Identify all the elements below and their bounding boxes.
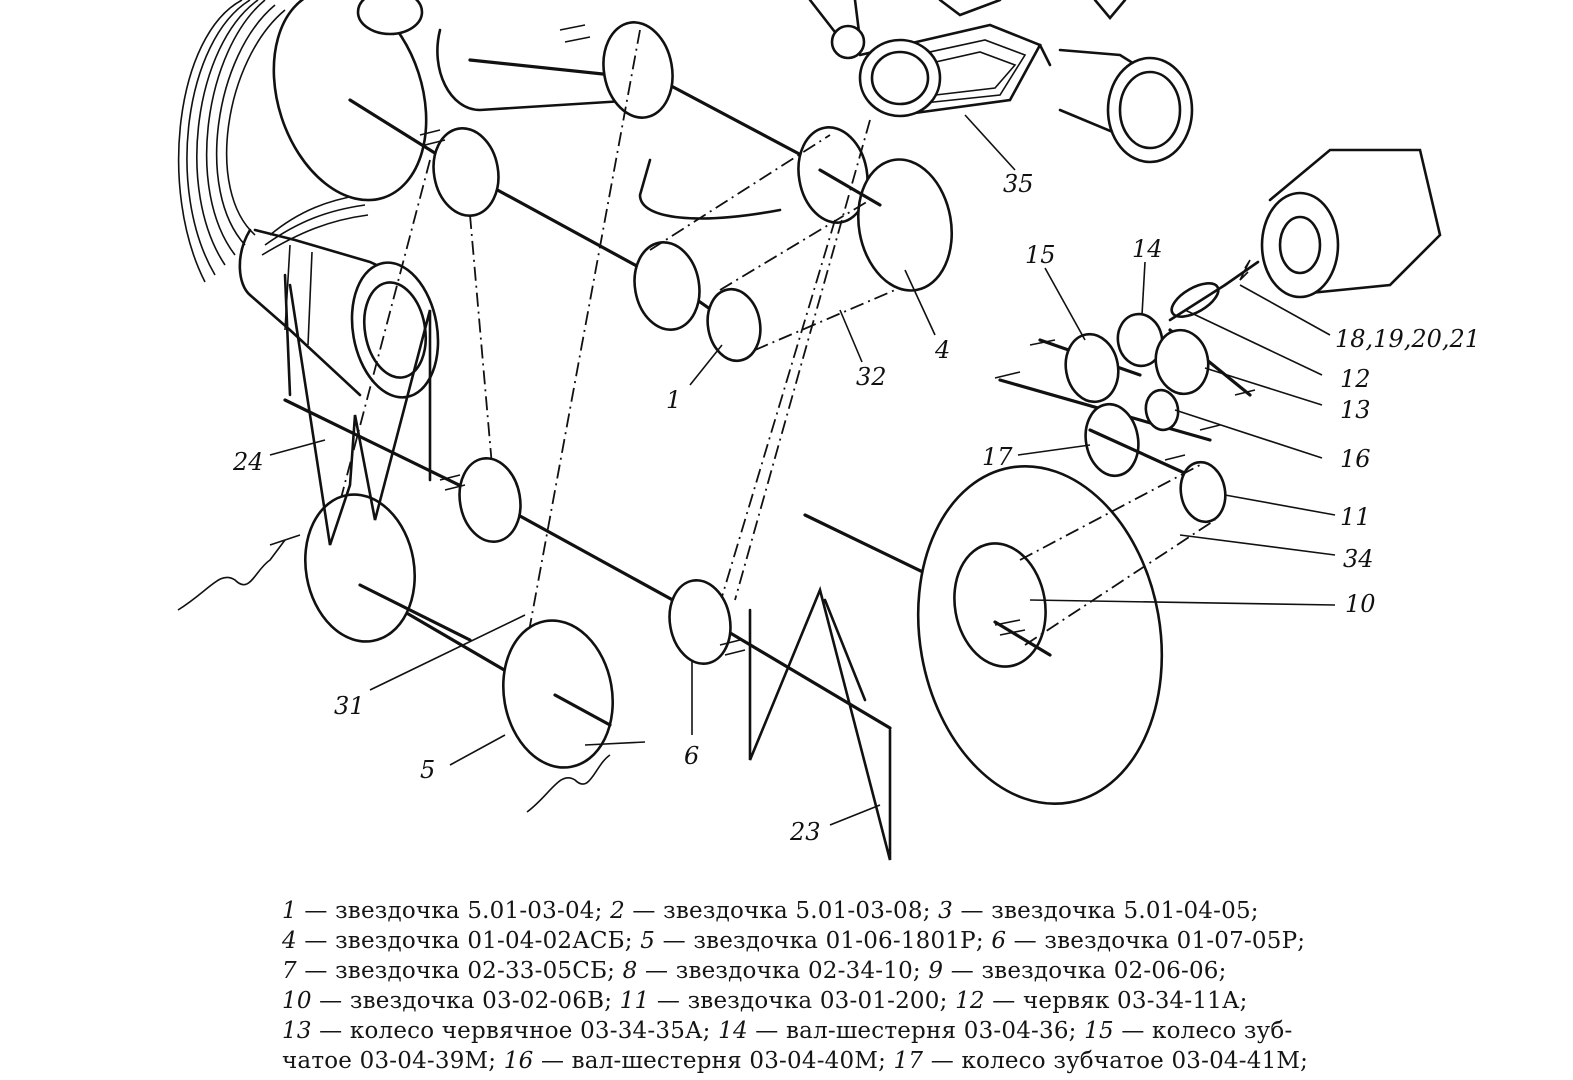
label-18-21: 18,19,20,21 xyxy=(1335,325,1480,353)
gear-16 xyxy=(1144,388,1180,432)
leader-lines xyxy=(269,114,1336,826)
sprocket-lower-big-left xyxy=(303,493,417,643)
gear-15 xyxy=(1064,332,1120,404)
sprocket-left-upper xyxy=(432,127,500,217)
legend-part-number: 14 xyxy=(718,1018,748,1044)
gear-14 xyxy=(1116,312,1164,368)
legend-part-description: — колесо зубчатое 03-04-41М; xyxy=(923,1048,1309,1074)
legend-part-description: — звездочка 03-01-200; xyxy=(649,988,956,1014)
legend-part-number: 8 xyxy=(622,958,638,984)
wavy-input-bottom xyxy=(526,754,611,813)
label-12: 12 xyxy=(1340,365,1371,393)
sprocket-top-mid xyxy=(602,21,674,119)
legend-part-description: — звездочка 5.01-03-04; xyxy=(296,898,611,924)
legend-line: 7 — звездочка 02-33-05СБ; 8 — звездочка … xyxy=(282,956,1478,986)
upper-right-pulley xyxy=(356,0,424,36)
gear-13 xyxy=(1154,328,1210,396)
right-motor xyxy=(1168,148,1442,322)
label-35: 35 xyxy=(1003,170,1034,198)
legend-part-number: 9 xyxy=(928,958,944,984)
label-11: 11 xyxy=(1340,503,1371,531)
parts-legend: 1 — звездочка 5.01-03-04; 2 — звездочка … xyxy=(282,896,1478,1076)
sprocket-11 xyxy=(1179,460,1227,524)
legend-part-description: — звездочка 01-04-02АСБ; xyxy=(296,928,641,954)
label-24: 24 xyxy=(232,448,264,476)
legend-part-number: 1 xyxy=(282,898,297,924)
legend-part-number: 2 xyxy=(610,898,625,924)
sprocket-10 xyxy=(953,542,1047,668)
bearing-marks xyxy=(419,24,1256,656)
legend-part-number: 10 xyxy=(282,988,312,1014)
upper-belt-drive xyxy=(177,0,369,283)
legend-part-number: 4 xyxy=(282,928,297,954)
legend-part-number: 7 xyxy=(282,958,297,984)
sprocket-lower-left xyxy=(458,457,522,543)
legend-line: 13 — колесо червячное 03-34-35А; 14 — ва… xyxy=(282,1016,1478,1046)
label-5: 5 xyxy=(420,756,435,784)
legend-part-description: — колесо зуб- xyxy=(1113,1018,1293,1044)
label-17: 17 xyxy=(982,443,1013,471)
legend-part-number: 12 xyxy=(955,988,985,1014)
kinematic-diagram: 1 4 32 5 6 31 24 23 10 34 11 16 17 13 12… xyxy=(177,0,1480,861)
top-right-motor xyxy=(808,0,1194,164)
legend-part-number: 17 xyxy=(893,1048,924,1074)
sprocket-center-upper xyxy=(633,241,701,331)
legend-part-description: — звездочка 02-06-06; xyxy=(943,958,1227,984)
legend-part-description: — червяк 03-34-11А; xyxy=(984,988,1248,1014)
legend-part-description: — звездочка 03-02-06В; xyxy=(311,988,620,1014)
label-16: 16 xyxy=(1340,445,1371,473)
sprocket-4 xyxy=(856,158,954,292)
frame-24 xyxy=(283,273,432,546)
sprocket-5 xyxy=(501,619,615,769)
sprocket-1 xyxy=(706,287,762,363)
label-15: 15 xyxy=(1025,241,1056,269)
legend-part-description: — звездочка 01-06-1801Р; xyxy=(655,928,992,954)
frame-23 xyxy=(748,585,892,861)
legend-part-description: — колесо червячное 03-34-35А; xyxy=(311,1018,719,1044)
label-10: 10 xyxy=(1345,590,1376,618)
legend-part-number: 3 xyxy=(938,898,953,924)
label-23: 23 xyxy=(789,818,821,846)
label-34: 34 xyxy=(1343,545,1374,573)
chain-31 xyxy=(329,29,641,681)
legend-part-description: чатое 03-04-39М; xyxy=(282,1048,504,1074)
legend-part-description: — звездочка 5.01-04-05; xyxy=(953,898,1259,924)
legend-part-description: — вал-шестерня 03-04-40М; xyxy=(533,1048,894,1074)
legend-line: 10 — звездочка 03-02-06В; 11 — звездочка… xyxy=(282,986,1478,1016)
legend-part-number: 11 xyxy=(619,988,650,1014)
legend-line: чатое 03-04-39М; 16 — вал-шестерня 03-04… xyxy=(282,1046,1478,1076)
left-motor xyxy=(238,228,440,399)
legend-part-description: — звездочка 02-34-10; xyxy=(637,958,929,984)
legend-part-number: 13 xyxy=(282,1018,312,1044)
large-pulley-upper xyxy=(272,0,428,202)
label-1: 1 xyxy=(666,386,681,414)
sprocket-6 xyxy=(668,579,732,665)
chain-32 xyxy=(649,134,896,351)
label-14: 14 xyxy=(1132,235,1163,263)
wavy-input-left xyxy=(177,539,286,611)
label-13: 13 xyxy=(1340,396,1371,424)
label-6: 6 xyxy=(684,742,699,770)
legend-part-description: — звездочка 5.01-03-08; xyxy=(624,898,939,924)
legend-part-description: — звездочка 02-33-05СБ; xyxy=(296,958,623,984)
legend-part-number: 6 xyxy=(991,928,1007,954)
legend-part-number: 16 xyxy=(503,1048,534,1074)
legend-part-description: — вал-шестерня 03-04-36; xyxy=(747,1018,1085,1044)
legend-part-number: 15 xyxy=(1084,1018,1114,1044)
legend-line: 1 — звездочка 5.01-03-04; 2 — звездочка … xyxy=(282,896,1478,926)
legend-part-number: 5 xyxy=(640,928,656,954)
label-32: 32 xyxy=(856,363,887,391)
legend-line: 4 — звездочка 01-04-02АСБ; 5 — звездочка… xyxy=(282,926,1478,956)
label-31: 31 xyxy=(334,692,365,720)
legend-part-description: — звездочка 01-07-05Р; xyxy=(1006,928,1306,954)
chain-34 xyxy=(1019,464,1216,646)
label-4: 4 xyxy=(934,336,950,364)
